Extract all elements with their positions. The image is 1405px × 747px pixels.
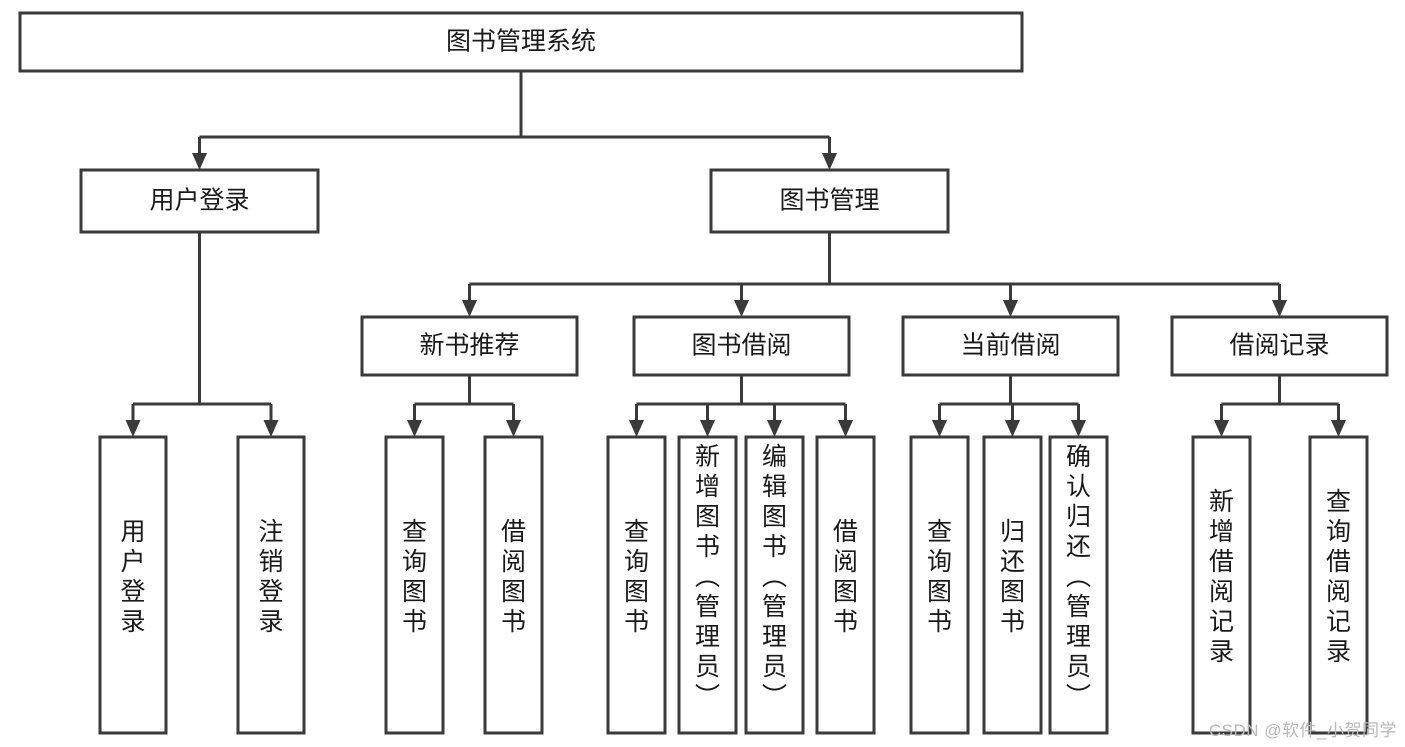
node-label: 新增图书︵管理员︶ <box>695 443 720 711</box>
arrow-head-icon <box>932 420 947 437</box>
edge-group-book-manage <box>462 232 1287 317</box>
node-box <box>982 435 1043 735</box>
node-layer: 图书管理系统用户登录图书管理新书推荐图书借阅当前借阅借阅记录用户登录注销登录查询… <box>18 11 1389 735</box>
arrow-head-icon <box>1071 420 1086 437</box>
node-label: 新增借阅记录 <box>1209 488 1234 666</box>
arrow-head-icon <box>1214 420 1229 437</box>
arrow-head-icon <box>734 300 749 317</box>
edge-group-root <box>192 71 837 170</box>
node-new-book-recommend[interactable]: 新书推荐 <box>360 315 579 377</box>
edge-group-book-borrow <box>629 375 853 437</box>
arrow-head-icon <box>506 420 521 437</box>
node-label: 确认归还︵管理员︶ <box>1066 443 1091 711</box>
node-box <box>709 168 950 234</box>
node-leaf-borrow-book-1[interactable]: 借阅图书 <box>483 435 544 735</box>
node-leaf-return-book[interactable]: 归还图书 <box>982 435 1043 735</box>
node-box <box>909 435 970 735</box>
node-label: 图书管理系统 <box>446 28 596 56</box>
node-label: 借阅图书 <box>833 518 858 636</box>
node-borrow-record[interactable]: 借阅记录 <box>1170 315 1389 377</box>
node-current-borrow[interactable]: 当前借阅 <box>901 315 1120 377</box>
node-label: 查询图书 <box>624 518 649 636</box>
arrow-head-icon <box>838 420 853 437</box>
arrow-head-icon <box>767 420 782 437</box>
edge-group-current-borrow <box>932 375 1086 437</box>
node-box <box>79 168 320 234</box>
node-box <box>1308 435 1369 735</box>
arrow-head-icon <box>700 420 715 437</box>
node-label: 图书管理 <box>779 187 879 215</box>
edge-group-new-book-recommend <box>407 375 521 437</box>
node-leaf-query-book-3[interactable]: 查询图书 <box>909 435 970 735</box>
node-leaf-query-book-2[interactable]: 查询图书 <box>606 435 667 735</box>
node-box <box>901 315 1120 377</box>
arrow-head-icon <box>192 153 207 170</box>
edge-layer <box>125 71 1346 437</box>
node-leaf-add-record[interactable]: 新增借阅记录 <box>1191 435 1252 735</box>
node-leaf-borrow-book-2[interactable]: 借阅图书 <box>815 435 876 735</box>
node-label: 用户登录 <box>120 518 145 636</box>
node-leaf-user-login[interactable]: 用户登录 <box>98 435 168 735</box>
node-box <box>677 435 738 735</box>
node-leaf-add-book[interactable]: 新增图书︵管理员︶ <box>677 435 738 735</box>
node-label: 归还图书 <box>1000 518 1025 636</box>
node-label: 当前借阅 <box>960 332 1060 360</box>
arrow-head-icon <box>263 420 279 437</box>
node-box <box>632 315 851 377</box>
arrow-head-icon <box>1272 300 1287 317</box>
node-label: 查询图书 <box>927 518 952 636</box>
node-book-manage[interactable]: 图书管理 <box>709 168 950 234</box>
node-box <box>1170 315 1389 377</box>
arrow-head-icon <box>462 300 477 317</box>
node-box <box>236 435 306 735</box>
node-book-borrow[interactable]: 图书借阅 <box>632 315 851 377</box>
edge-group-user-login <box>125 232 279 437</box>
arrow-head-icon <box>822 153 837 170</box>
node-label: 图书借阅 <box>691 332 791 360</box>
node-box <box>744 435 805 735</box>
node-label: 查询借阅记录 <box>1326 488 1351 666</box>
node-user-login[interactable]: 用户登录 <box>79 168 320 234</box>
node-box <box>815 435 876 735</box>
watermark-text: CSDN @软件_小贺同学 <box>1208 721 1397 740</box>
node-box <box>1191 435 1252 735</box>
edge-group-borrow-record <box>1214 375 1346 437</box>
node-leaf-user-logout[interactable]: 注销登录 <box>236 435 306 735</box>
arrow-head-icon <box>1005 420 1020 437</box>
arrow-head-icon <box>407 420 422 437</box>
arrow-head-icon <box>629 420 644 437</box>
node-box <box>483 435 544 735</box>
node-label: 借阅记录 <box>1229 332 1329 360</box>
node-box <box>360 315 579 377</box>
node-box <box>18 11 1024 73</box>
node-leaf-query-record[interactable]: 查询借阅记录 <box>1308 435 1369 735</box>
node-label: 新书推荐 <box>419 332 519 360</box>
node-root[interactable]: 图书管理系统 <box>18 11 1024 73</box>
node-box <box>1048 435 1109 735</box>
node-leaf-edit-book[interactable]: 编辑图书︵管理员︶ <box>744 435 805 735</box>
node-leaf-confirm-return[interactable]: 确认归还︵管理员︶ <box>1048 435 1109 735</box>
arrow-head-icon <box>1003 300 1018 317</box>
arrow-head-icon <box>1331 420 1346 437</box>
node-label: 用户登录 <box>149 187 249 215</box>
node-label: 注销登录 <box>258 518 283 636</box>
node-box <box>384 435 445 735</box>
node-box <box>98 435 168 735</box>
node-leaf-query-book-1[interactable]: 查询图书 <box>384 435 445 735</box>
node-label: 借阅图书 <box>501 518 526 636</box>
node-label: 查询图书 <box>402 518 427 636</box>
node-label: 编辑图书︵管理员︶ <box>762 443 787 711</box>
node-box <box>606 435 667 735</box>
arrow-head-icon <box>125 420 141 437</box>
